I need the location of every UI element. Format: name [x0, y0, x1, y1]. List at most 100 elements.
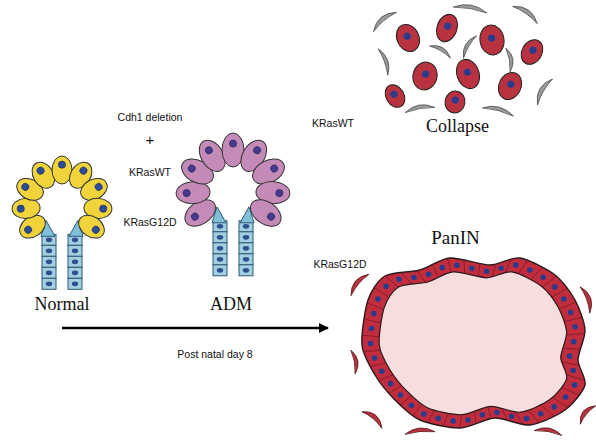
cell-border [401, 272, 412, 284]
duct-cell [68, 267, 82, 278]
cell-nucleus [484, 269, 490, 275]
cell-nucleus [570, 368, 576, 374]
duct-nucleus [217, 224, 223, 229]
cell-nucleus [99, 205, 107, 213]
cell-nucleus [469, 266, 475, 272]
cell-nucleus [91, 225, 101, 235]
cell-nucleus [571, 339, 577, 345]
cell-border [474, 411, 476, 424]
cell-body [494, 69, 526, 104]
stromal-spindle [576, 402, 596, 424]
cell-border [559, 302, 576, 309]
cell-border [552, 288, 568, 297]
cell-border [367, 303, 383, 310]
cell-nucleus [479, 412, 485, 418]
genotype-label: KRasG12D [123, 216, 176, 228]
duct-cell [213, 243, 227, 254]
collapsed-cell [410, 59, 440, 92]
cell-border [364, 319, 381, 323]
duct-cell [68, 245, 82, 256]
cell-body [392, 21, 424, 56]
cell-body [478, 23, 507, 57]
duct-nucleus [243, 257, 249, 262]
cell-nucleus [204, 145, 214, 155]
cell-nucleus [402, 31, 412, 41]
cell-border [413, 404, 422, 415]
cell-border [428, 410, 435, 422]
cell-nucleus [494, 410, 500, 416]
cell-border [562, 387, 579, 395]
cell-nucleus [506, 79, 516, 89]
illustration-node: Collapse [365, 3, 550, 137]
cell-nucleus [572, 324, 578, 330]
duct-group [213, 221, 253, 276]
cell-border [563, 348, 581, 350]
duct-nucleus [46, 281, 52, 286]
duct-nucleus [243, 268, 249, 273]
fibroblast-spindle [506, 47, 515, 72]
duct-nucleus [46, 248, 52, 253]
cell-border [417, 271, 425, 283]
illustration-node: PanIN [365, 228, 594, 438]
duct-nucleus [217, 268, 223, 273]
cell-border [488, 407, 491, 419]
cell-nucleus [527, 267, 533, 273]
fibroblast-spindle [378, 47, 392, 75]
stage-title: ADM [210, 295, 252, 315]
cell-nucleus [78, 166, 88, 176]
timeline-arrow [62, 327, 328, 330]
duct-cell [239, 232, 253, 243]
cell-border [460, 415, 462, 428]
stage-title: PanIN [431, 228, 480, 249]
collapsed-cell [494, 69, 526, 104]
stage-title: Collapse [426, 117, 489, 137]
fibroblast-spindle [430, 42, 453, 58]
cell-nucleus [540, 274, 546, 280]
cell-border [492, 264, 496, 277]
panin-midline [371, 265, 577, 422]
cell-border [501, 408, 507, 420]
annotation-label: Post natal day 8 [177, 348, 252, 360]
cell-nucleus [563, 394, 569, 400]
cell-body [11, 197, 40, 219]
cell-body [246, 194, 286, 232]
cell-nucleus [454, 262, 460, 268]
genotype-label: KRasG12D [313, 258, 366, 270]
fibroblast-spindle [459, 33, 476, 58]
cell-nucleus [20, 182, 30, 192]
cell-nucleus [487, 34, 495, 42]
duct-nucleus [72, 281, 78, 286]
collapsed-cell [517, 36, 547, 69]
acinus-group [175, 133, 290, 276]
duct-nucleus [46, 270, 52, 275]
stromal-spindle [534, 426, 562, 436]
cell-nucleus [23, 225, 33, 235]
cell-border [448, 258, 452, 272]
stromal-spindle [580, 285, 595, 313]
cell-nucleus [524, 416, 530, 422]
cell-nucleus [94, 182, 104, 192]
stromal-spindle [362, 407, 386, 428]
panin-lumen [379, 272, 567, 415]
cell-nucleus [229, 140, 236, 147]
cell-nucleus [383, 284, 389, 290]
cell-nucleus [443, 22, 452, 31]
acinus-group [11, 156, 112, 289]
duct-cell [42, 245, 56, 256]
stage-title: Normal [35, 295, 90, 315]
fibroblast-spindle [483, 103, 515, 116]
fibroblast-spindle [404, 102, 434, 112]
cell-border [379, 375, 394, 381]
collapsed-cell [433, 11, 461, 44]
cell-nucleus [421, 411, 427, 417]
cell-body [433, 11, 461, 44]
cell-nucleus [568, 310, 574, 316]
cell-nucleus [372, 355, 378, 361]
cell-nucleus [411, 275, 417, 281]
duct-nucleus [243, 224, 249, 229]
cell-nucleus [561, 296, 567, 302]
cell-border [362, 335, 379, 337]
cell-border [478, 264, 480, 277]
cell-body [410, 59, 440, 92]
